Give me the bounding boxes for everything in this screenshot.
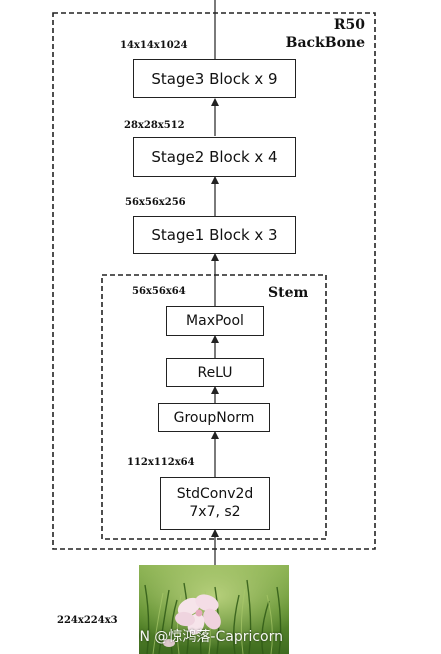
maxpool-block: MaxPool xyxy=(166,306,264,336)
dim-label-stage3-output: 14x14x1024 xyxy=(120,40,188,51)
dim-label-conv-output: 112x112x64 xyxy=(127,457,195,468)
stdconv2d-params: 7x7, s2 xyxy=(189,503,241,520)
relu-block: ReLU xyxy=(166,358,264,387)
dim-label-maxpool-output: 56x56x64 xyxy=(132,286,186,297)
stdconv2d-label: StdConv2d xyxy=(176,486,254,502)
stem-group-outline xyxy=(101,274,327,540)
flower-photo xyxy=(139,565,289,654)
groupnorm-block: GroupNorm xyxy=(158,403,270,432)
csdn-watermark: CSDN @惊鸿落-Capricorn xyxy=(139,629,283,645)
backbone-title-line2: BackBone xyxy=(285,35,365,51)
stage2-block: Stage2 Block x 4 xyxy=(133,137,296,177)
dim-label-stage1-output: 56x56x256 xyxy=(125,197,186,208)
stem-title: Stem xyxy=(268,285,309,301)
stdconv2d-block: StdConv2d 7x7, s2 xyxy=(160,477,270,530)
backbone-title: R50 BackBone xyxy=(286,18,365,50)
input-image: CSDN @惊鸿落-Capricorn xyxy=(139,565,289,654)
backbone-title-line1: R50 xyxy=(333,17,365,33)
dim-label-input: 224x224x3 xyxy=(57,615,118,626)
stage3-block: Stage3 Block x 9 xyxy=(133,59,296,98)
backbone-group-outline xyxy=(52,12,376,550)
stage1-block: Stage1 Block x 3 xyxy=(133,216,296,254)
dim-label-stage2-output: 28x28x512 xyxy=(124,120,185,131)
